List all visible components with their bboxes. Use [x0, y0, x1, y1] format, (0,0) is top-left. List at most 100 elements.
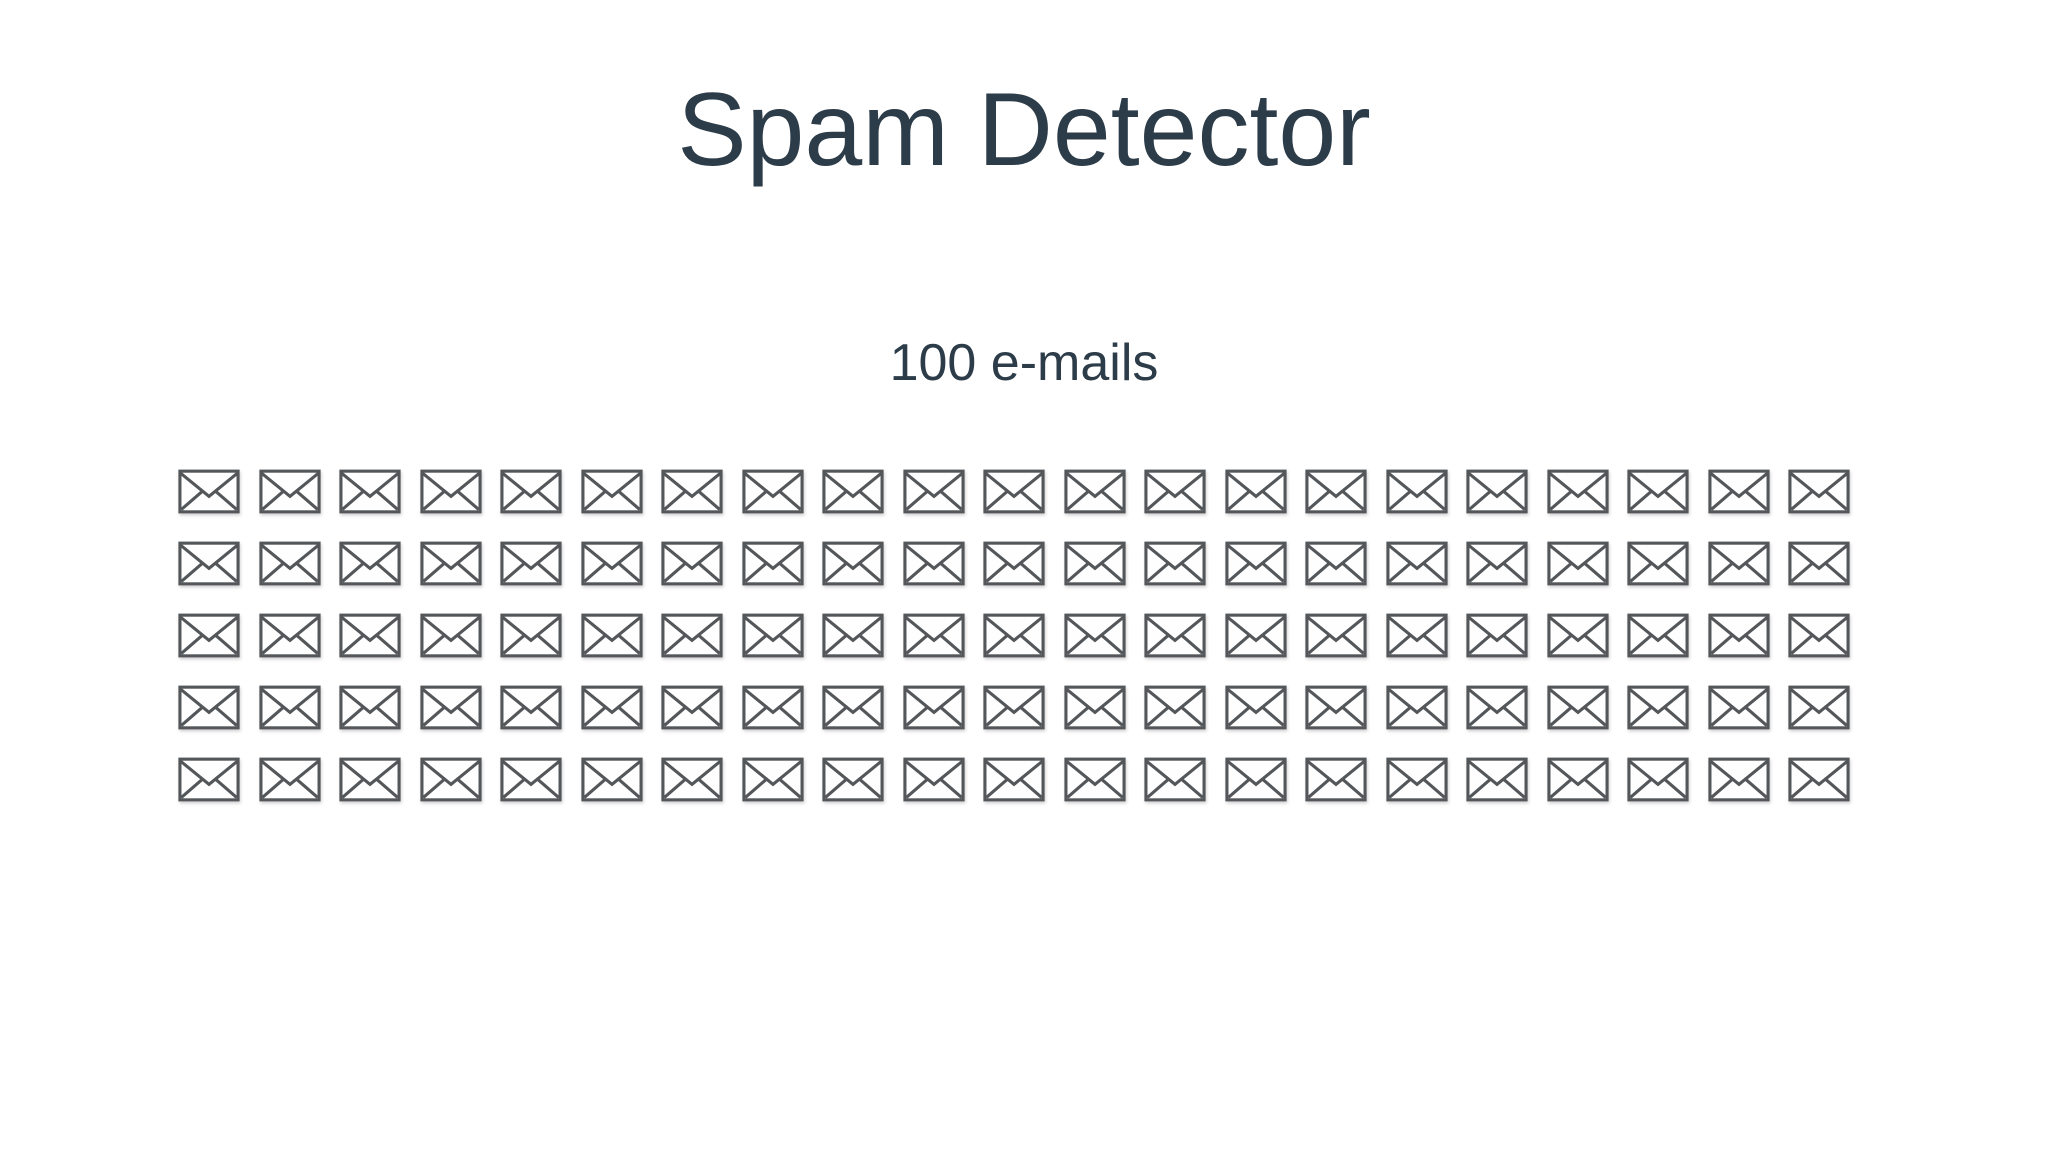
envelope-icon [1305, 757, 1367, 802]
envelope-icon [903, 469, 965, 514]
envelope-icon [742, 757, 804, 802]
envelope-icon [420, 541, 482, 586]
envelope-icon [1144, 541, 1206, 586]
envelope-icon [983, 685, 1045, 730]
envelope-icon [983, 613, 1045, 658]
envelope-icon [500, 685, 562, 730]
envelope-icon [1305, 469, 1367, 514]
envelope-icon [1305, 613, 1367, 658]
email-grid-row [178, 469, 1850, 514]
envelope-icon [1708, 613, 1770, 658]
envelope-icon [1708, 757, 1770, 802]
envelope-icon [1627, 685, 1689, 730]
envelope-icon [1064, 685, 1126, 730]
envelope-icon [259, 613, 321, 658]
envelope-icon [1064, 541, 1126, 586]
envelope-icon [903, 613, 965, 658]
envelope-icon [983, 541, 1045, 586]
email-grid-row [178, 613, 1850, 658]
envelope-icon [581, 469, 643, 514]
envelope-icon [1305, 541, 1367, 586]
envelope-icon [420, 685, 482, 730]
envelope-icon [500, 469, 562, 514]
envelope-icon [500, 613, 562, 658]
envelope-icon [1305, 685, 1367, 730]
email-grid-row [178, 757, 1850, 802]
envelope-icon [581, 613, 643, 658]
envelope-icon [1144, 613, 1206, 658]
envelope-icon [1466, 541, 1528, 586]
envelope-icon [1708, 541, 1770, 586]
envelope-icon [1788, 613, 1850, 658]
envelope-icon [822, 685, 884, 730]
envelope-icon [259, 757, 321, 802]
envelope-icon [259, 469, 321, 514]
envelope-icon [1547, 685, 1609, 730]
envelope-icon [1064, 757, 1126, 802]
envelope-icon [1144, 469, 1206, 514]
envelope-icon [661, 613, 723, 658]
envelope-icon [742, 613, 804, 658]
envelope-icon [178, 685, 240, 730]
slide: Spam Detector 100 e-mails [0, 78, 2048, 1152]
envelope-icon [1788, 469, 1850, 514]
envelope-icon [742, 469, 804, 514]
envelope-icon [903, 541, 965, 586]
envelope-icon [983, 757, 1045, 802]
envelope-icon [983, 469, 1045, 514]
envelope-icon [178, 613, 240, 658]
envelope-icon [1386, 469, 1448, 514]
envelope-icon [259, 685, 321, 730]
email-grid-row [178, 685, 1850, 730]
envelope-icon [339, 469, 401, 514]
envelope-icon [581, 685, 643, 730]
envelope-icon [420, 613, 482, 658]
email-grid [178, 469, 1850, 802]
envelope-icon [742, 685, 804, 730]
envelope-icon [339, 613, 401, 658]
envelope-icon [1466, 469, 1528, 514]
envelope-icon [1144, 685, 1206, 730]
envelope-icon [903, 757, 965, 802]
envelope-icon [420, 469, 482, 514]
envelope-icon [661, 469, 723, 514]
envelope-icon [1547, 757, 1609, 802]
envelope-icon [1386, 685, 1448, 730]
envelope-icon [1547, 469, 1609, 514]
envelope-icon [1627, 757, 1689, 802]
envelope-icon [259, 541, 321, 586]
envelope-icon [1225, 685, 1287, 730]
page-title: Spam Detector [677, 72, 1371, 188]
envelope-icon [178, 757, 240, 802]
envelope-icon [500, 541, 562, 586]
envelope-icon [903, 685, 965, 730]
envelope-icon [178, 469, 240, 514]
envelope-icon [420, 757, 482, 802]
envelope-icon [1547, 541, 1609, 586]
envelope-icon [1225, 613, 1287, 658]
envelope-icon [661, 757, 723, 802]
envelope-icon [1627, 613, 1689, 658]
envelope-icon [1064, 613, 1126, 658]
envelope-icon [1547, 613, 1609, 658]
envelope-icon [1386, 541, 1448, 586]
envelope-icon [1788, 757, 1850, 802]
envelope-icon [1466, 685, 1528, 730]
envelope-icon [339, 757, 401, 802]
envelope-icon [1466, 757, 1528, 802]
envelope-icon [1708, 469, 1770, 514]
envelope-icon [1225, 757, 1287, 802]
envelope-icon [581, 757, 643, 802]
envelope-icon [822, 757, 884, 802]
envelope-icon [1627, 469, 1689, 514]
envelope-icon [581, 541, 643, 586]
envelope-icon [1788, 685, 1850, 730]
envelope-icon [178, 541, 240, 586]
envelope-icon [661, 541, 723, 586]
envelope-icon [339, 541, 401, 586]
envelope-icon [822, 613, 884, 658]
email-count-label: 100 e-mails [889, 334, 1159, 392]
envelope-icon [1708, 685, 1770, 730]
envelope-icon [661, 685, 723, 730]
envelope-icon [1627, 541, 1689, 586]
